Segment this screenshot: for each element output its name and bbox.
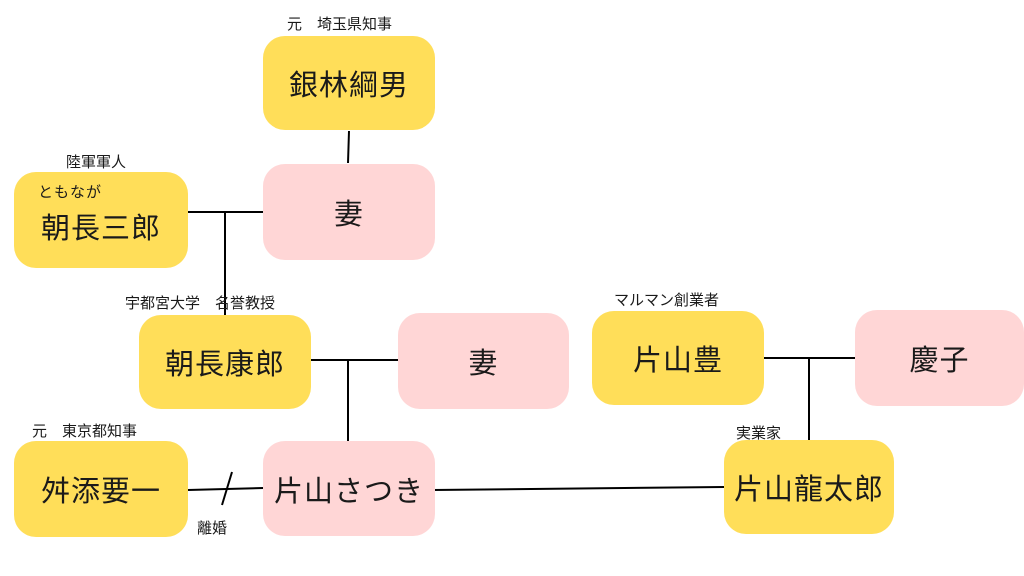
person-name: 片山龍太郎	[733, 472, 884, 506]
person-box-ginbayashi-wife: 妻	[263, 164, 435, 260]
person-name: 舛添要一	[40, 474, 161, 508]
caption-katayama-yutaka: マルマン創業者	[614, 291, 720, 309]
person-box-keiko: 慶子	[855, 310, 1024, 406]
caption-ginbayashi: 元 埼玉県知事	[287, 15, 393, 33]
person-name: 朝長康郎	[164, 347, 285, 381]
line-satsuki-ryutaro	[432, 486, 725, 491]
caption-masuzoe: 元 東京都知事	[32, 422, 138, 440]
caption-asanaga-saburo: 陸軍軍人	[66, 153, 127, 171]
person-name: 妻	[333, 197, 364, 231]
caption-katayama-ryutaro: 実業家	[736, 424, 782, 442]
person-box-katayama-ryutaro: 片山龍太郎	[724, 440, 894, 534]
person-name: 片山さつき	[273, 473, 424, 508]
line-masuzoe-satsuki	[187, 487, 264, 491]
ruby-asanaga: ともなが	[38, 183, 103, 201]
person-box-asanaga-saburo: ともなが 朝長三郎	[14, 172, 188, 268]
person-name: 慶子	[909, 343, 970, 377]
person-name: 朝長三郎	[40, 211, 161, 245]
person-box-katayama-yutaka: 片山豊	[592, 311, 764, 405]
person-box-ginbayashi: 銀林綱男	[263, 36, 435, 130]
line-ginbayashi-wife	[347, 130, 350, 164]
person-name: 妻	[468, 346, 499, 380]
person-name: 銀林綱男	[288, 68, 409, 102]
person-name: 片山豊	[632, 343, 723, 377]
caption-asanaga-koro: 宇都宮大学 名誉教授	[125, 294, 276, 312]
person-box-masuzoe: 舛添要一	[14, 441, 188, 537]
person-box-asanaga-koro: 朝長康郎	[139, 315, 311, 409]
person-box-katayama-satsuki: 片山さつき	[263, 441, 435, 536]
person-box-asanaga-wife: 妻	[398, 313, 569, 409]
divorce-mark	[221, 471, 233, 506]
caption-divorce: 離婚	[197, 519, 228, 537]
